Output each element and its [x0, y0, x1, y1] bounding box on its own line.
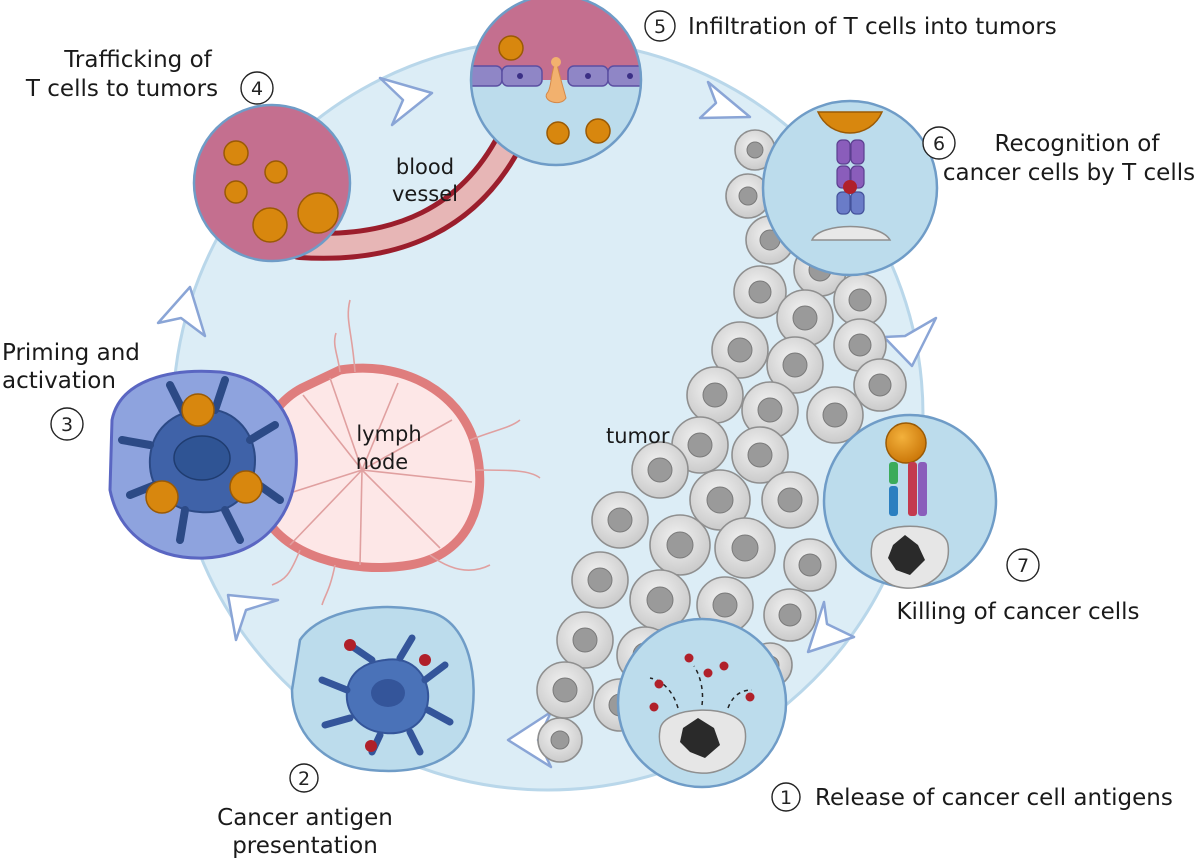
cancer-cell-nucleus — [848, 333, 872, 357]
cancer-cell-nucleus — [727, 337, 753, 363]
step-label-7: Killing of cancer cells — [896, 599, 1139, 625]
svg-text:7: 7 — [1017, 555, 1029, 577]
cancer-cell-nucleus — [748, 280, 772, 304]
step-labels: Release of cancer cell antigens Cancer a… — [2, 14, 1195, 859]
lymph-node-label-line-2: node — [356, 450, 408, 474]
svg-text:2: 2 — [298, 768, 310, 790]
step-badges: 1 2 3 4 5 6 7 — [50, 10, 1040, 812]
cancer-cell-nucleus — [868, 373, 892, 397]
cancer-cell-nucleus — [777, 487, 803, 513]
cycle-arrow-2-to-3 — [226, 593, 280, 642]
cancer-cell-nucleus — [848, 288, 872, 312]
step-badge-7: 7 — [1006, 548, 1040, 582]
step-badge-2: 2 — [289, 763, 319, 793]
cancer-cell-nucleus — [687, 432, 713, 458]
inset-recognition — [761, 99, 939, 277]
tumor-mass — [536, 129, 907, 763]
blood-vessel — [285, 125, 525, 261]
cycle-arrow-4-to-5 — [378, 76, 434, 127]
cancer-cell-nucleus — [666, 531, 694, 559]
step-badge-4: 4 — [240, 71, 274, 105]
cycle-arrow-5-to-6 — [698, 80, 752, 120]
step-label-3-line-2: activation — [2, 368, 116, 394]
step-badge-1: 1 — [771, 782, 801, 812]
inset-trafficking — [192, 103, 352, 263]
structure-labels: blood vessel lymph node tumor — [356, 155, 670, 474]
cancer-cell-nucleus — [738, 186, 758, 206]
cycle-arrows — [156, 76, 938, 769]
cancer-cell-nucleus — [746, 141, 764, 159]
cycle-arrow-3-to-4 — [156, 285, 207, 338]
step-label-3-line-1: Priming and — [2, 340, 140, 366]
cancer-cell-nucleus — [792, 305, 818, 331]
cancer-cell-nucleus — [572, 627, 598, 653]
inset-antigen-release — [616, 617, 788, 789]
step-label-6-line-2: cancer cells by T cells — [943, 160, 1195, 186]
inset-killing — [822, 413, 998, 589]
step-label-5: Infiltration of T cells into tumors — [688, 14, 1057, 40]
inset-priming-activation — [108, 369, 298, 560]
svg-text:4: 4 — [251, 78, 263, 100]
cancer-cell-nucleus — [747, 442, 773, 468]
lymph-node-label-line-1: lymph — [356, 422, 421, 446]
cancer-cell-nucleus — [778, 603, 802, 627]
step-label-6-line-1: Recognition of — [995, 131, 1161, 157]
blood-vessel-label-line-1: blood — [396, 155, 454, 179]
cancer-cell-nucleus — [731, 534, 759, 562]
cancer-cell-nucleus — [706, 486, 734, 514]
cancer-cell-nucleus — [607, 507, 633, 533]
cancer-cell-nucleus — [782, 352, 808, 378]
step-label-1: Release of cancer cell antigens — [815, 785, 1173, 811]
step-label-2-line-2: presentation — [232, 833, 378, 859]
cancer-cell-nucleus — [822, 402, 848, 428]
step-label-4-line-2: T cells to tumors — [25, 76, 218, 102]
inset-antigen-presentation — [290, 605, 475, 773]
blood-vessel-label-line-2: vessel — [392, 182, 458, 206]
step-label-4-line-1: Trafficking of — [63, 47, 212, 73]
cancer-cell-nucleus — [647, 457, 673, 483]
step-label-2-line-1: Cancer antigen — [217, 805, 393, 831]
step-badge-3: 3 — [50, 407, 84, 441]
cancer-cell-nucleus — [798, 553, 822, 577]
step-badge-6: 6 — [922, 126, 956, 160]
svg-text:3: 3 — [61, 414, 73, 436]
svg-text:1: 1 — [780, 787, 792, 809]
step-badge-5: 5 — [644, 10, 676, 42]
svg-text:6: 6 — [933, 133, 945, 155]
cancer-cell-nucleus — [646, 586, 674, 614]
svg-text:5: 5 — [654, 16, 666, 38]
cancer-cell-nucleus — [587, 567, 613, 593]
cancer-cell-nucleus — [757, 397, 783, 423]
cancer-cell-nucleus — [712, 592, 738, 618]
cancer-cell-nucleus — [550, 730, 570, 750]
cycle-arrow-7-to-1 — [806, 600, 856, 654]
cancer-cell-nucleus — [702, 382, 728, 408]
tumor-label: tumor — [606, 424, 670, 448]
cancer-cell-nucleus — [552, 677, 578, 703]
